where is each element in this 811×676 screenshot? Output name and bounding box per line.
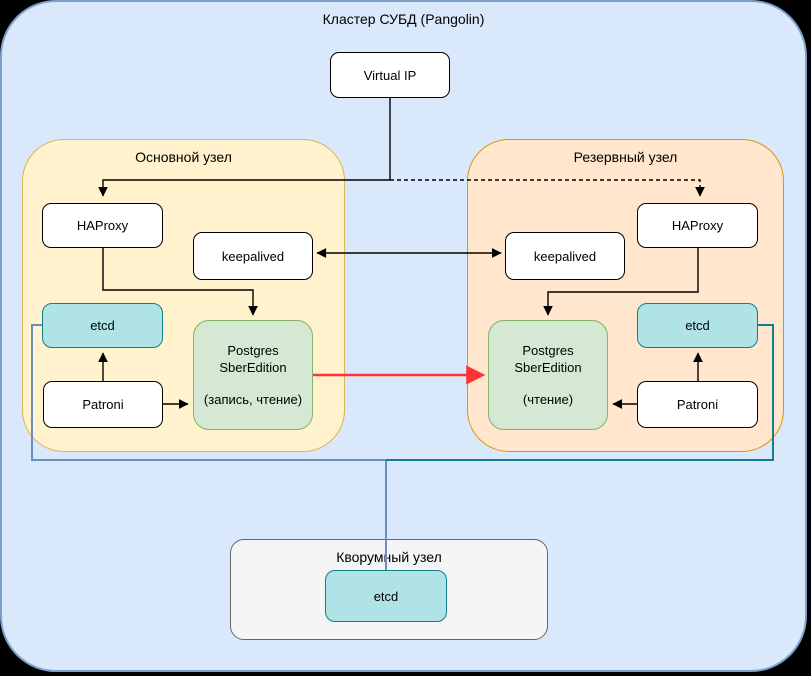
reserve-node-label: Резервный узел bbox=[573, 149, 678, 165]
reserve-postgres-box: Postgres SberEdition (чтение) bbox=[488, 320, 608, 430]
primary-postgres-name-line2: SberEdition bbox=[219, 360, 287, 376]
reserve-haproxy-box: HAProxy bbox=[637, 203, 758, 248]
reserve-patroni-label: Patroni bbox=[676, 397, 719, 412]
reserve-postgres-name-line2: SberEdition bbox=[514, 360, 582, 376]
quorum-etcd-label: etcd bbox=[373, 588, 399, 604]
reserve-patroni-box: Patroni bbox=[637, 381, 758, 428]
diagram-title: Кластер СУБД (Pangolin) bbox=[322, 11, 485, 27]
primary-postgres-name-line1: Postgres bbox=[227, 342, 279, 358]
reserve-etcd-label: etcd bbox=[685, 318, 710, 333]
quorum-node-label: Кворумный узел bbox=[336, 549, 442, 565]
primary-keepalived-box: keepalived bbox=[193, 232, 313, 280]
reserve-etcd-box: etcd bbox=[637, 303, 758, 348]
reserve-postgres-name-line1: Postgres bbox=[522, 342, 574, 358]
primary-patroni-box: Patroni bbox=[43, 381, 163, 428]
quorum-etcd-box: etcd bbox=[325, 570, 447, 622]
primary-patroni-label: Patroni bbox=[82, 397, 124, 412]
primary-postgres-mode: (запись, чтение) bbox=[203, 391, 303, 407]
reserve-haproxy-label: HAProxy bbox=[671, 218, 724, 233]
edge-reserve-haproxy-to-postgres bbox=[543, 248, 699, 316]
reserve-keepalived-box: keepalived bbox=[505, 232, 625, 280]
primary-etcd-box: etcd bbox=[42, 303, 163, 348]
primary-postgres-box: Postgres SberEdition (запись, чтение) bbox=[193, 320, 313, 430]
edge-reserve-etcd-to-quorum bbox=[386, 324, 774, 461]
virtual-ip-label: Virtual IP bbox=[363, 67, 417, 83]
edge-primary-etcd-to-quorum bbox=[31, 324, 387, 572]
primary-haproxy-box: HAProxy bbox=[42, 203, 163, 248]
virtual-ip-box: Virtual IP bbox=[330, 52, 450, 98]
reserve-keepalived-label: keepalived bbox=[533, 248, 597, 264]
primary-etcd-label: etcd bbox=[90, 318, 115, 333]
edge-vip-to-primary-haproxy bbox=[98, 179, 390, 197]
reserve-postgres-mode: (чтение) bbox=[522, 391, 574, 407]
edge-primary-haproxy-to-postgres bbox=[102, 248, 258, 316]
edge-vip-to-reserve-haproxy-dashed bbox=[390, 179, 705, 197]
primary-keepalived-label: keepalived bbox=[221, 248, 285, 264]
primary-haproxy-label: HAProxy bbox=[76, 218, 129, 233]
primary-node-label: Основной узел bbox=[135, 149, 232, 165]
